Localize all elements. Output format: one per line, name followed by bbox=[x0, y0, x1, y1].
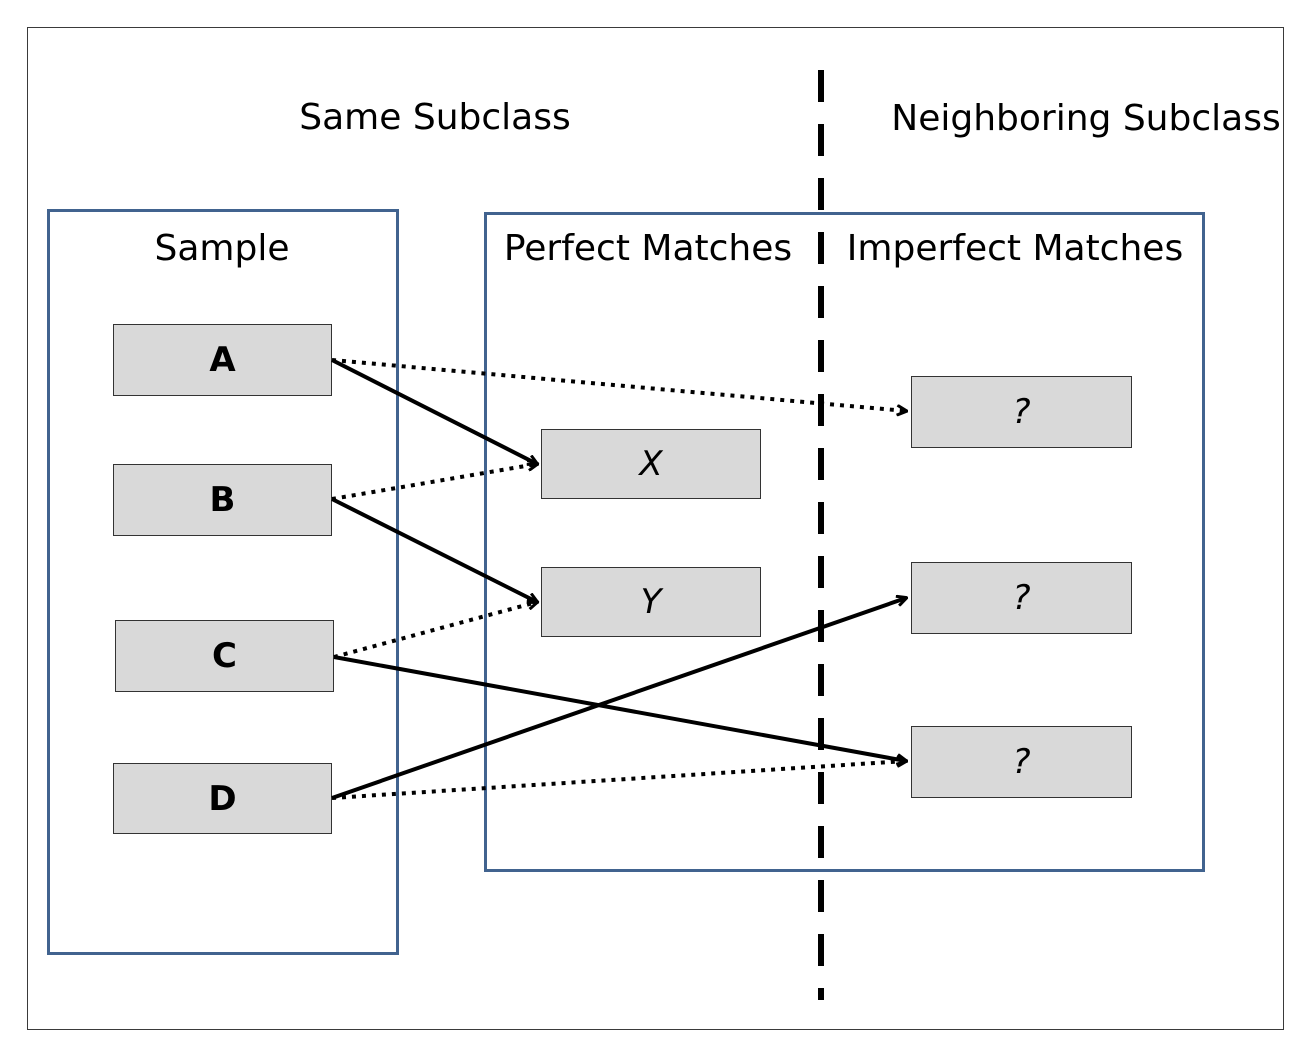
imperfect-node-1: ? bbox=[911, 376, 1132, 448]
sample-node-c: C bbox=[115, 620, 334, 692]
edge-d-imperfect2 bbox=[331, 598, 906, 800]
sample-node-b: B bbox=[113, 464, 332, 536]
sample-group bbox=[47, 209, 399, 955]
edge-b-y bbox=[331, 497, 537, 602]
neighboring-subclass-header: Neighboring Subclass bbox=[891, 98, 1281, 139]
imperfect-node-2: ? bbox=[911, 562, 1132, 634]
perfect-node-x: X bbox=[541, 429, 761, 499]
perfect-matches-label: Perfect Matches bbox=[503, 228, 793, 269]
edge-c-imperfect3 bbox=[333, 655, 906, 761]
imperfect-matches-label: Imperfect Matches bbox=[846, 228, 1184, 269]
same-subclass-header: Same Subclass bbox=[299, 97, 571, 138]
perfect-node-y: Y bbox=[541, 567, 761, 637]
sample-label: Sample bbox=[154, 228, 290, 269]
edge-a-x bbox=[331, 358, 537, 464]
imperfect-node-3: ? bbox=[911, 726, 1132, 798]
sample-node-a: A bbox=[113, 324, 332, 396]
edge-b-x bbox=[331, 464, 537, 501]
sample-node-d: D bbox=[113, 763, 332, 834]
edge-c-y bbox=[333, 602, 537, 659]
matches-group bbox=[484, 212, 1205, 872]
edge-a-imperfect1 bbox=[331, 358, 906, 411]
